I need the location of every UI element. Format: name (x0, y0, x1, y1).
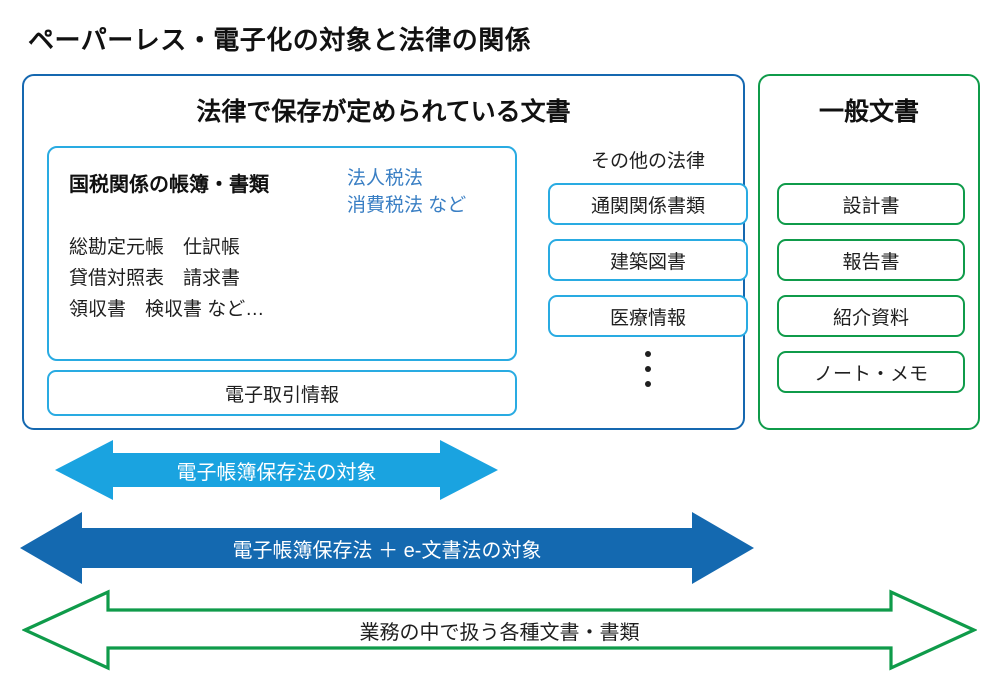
ellipsis-dot (645, 381, 651, 387)
double-arrow-icon (55, 440, 498, 500)
general-doc-chip: 紹介資料 (777, 295, 965, 337)
other-laws-column: その他の法律 通関関係書類 建築図書 医療情報 (548, 146, 748, 387)
other-law-chip-label: 通関関係書類 (590, 195, 705, 217)
general-doc-chip-label: ノート・メモ (813, 363, 928, 385)
general-doc-chip: 設計書 (777, 183, 965, 225)
general-doc-chip: ノート・メモ (777, 351, 965, 393)
electronic-transaction-box: 電子取引情報 (47, 370, 517, 416)
double-arrow-outline-icon (22, 589, 977, 671)
general-documents-panel: 一般文書 設計書 報告書 紹介資料 ノート・メモ (758, 74, 980, 430)
tax-documents-list: 総勘定元帳 仕訳帳 貸借対照表 請求書 領収書 検収書 など… (69, 237, 265, 320)
arrow-denshi-chobo-hozonho: 電子帳簿保存法の対象 (55, 440, 498, 500)
other-law-chip-label: 建築図書 (609, 251, 686, 273)
general-doc-chip-label: 報告書 (842, 251, 900, 273)
general-doc-chip: 報告書 (777, 239, 965, 281)
legal-documents-panel: 法律で保存が定められている文書 国税関係の帳簿・書類 法人税法 消費税法 など … (22, 74, 748, 430)
ellipsis-dot (645, 366, 651, 372)
other-law-chip: 建築図書 (548, 239, 748, 281)
double-arrow-icon (20, 512, 754, 584)
tax-books-box: 国税関係の帳簿・書類 法人税法 消費税法 など 総勘定元帳 仕訳帳 貸借対照表 … (47, 146, 517, 361)
general-documents-heading: 一般文書 (818, 98, 919, 126)
arrow-denshi-hozonho-plus-e-bunshoho: 電子帳簿保存法 ＋ e-文書法の対象 (20, 512, 754, 584)
tax-laws-list: 法人税法 消費税法 など (347, 168, 467, 216)
arrow-all-business-documents: 業務の中で扱う各種文書・書類 (22, 588, 977, 672)
other-law-chip: 医療情報 (548, 295, 748, 337)
ellipsis-dot (645, 351, 651, 357)
other-law-chip-label: 医療情報 (609, 307, 686, 329)
general-doc-chip-label: 設計書 (842, 195, 900, 217)
page-title: ペーパーレス・電子化の対象と法律の関係 (28, 25, 532, 55)
other-laws-label: その他の法律 (590, 151, 705, 172)
general-doc-chip-label: 紹介資料 (832, 307, 909, 329)
general-documents-list: 設計書 報告書 紹介資料 ノート・メモ (777, 183, 965, 407)
legal-documents-heading: 法律で保存が定められている文書 (196, 98, 571, 126)
other-law-chip: 通関関係書類 (548, 183, 748, 225)
vertical-ellipsis-icon (548, 351, 748, 387)
tax-books-title: 国税関係の帳簿・書類 (69, 174, 269, 196)
electronic-transaction-label: 電子取引情報 (224, 384, 339, 406)
